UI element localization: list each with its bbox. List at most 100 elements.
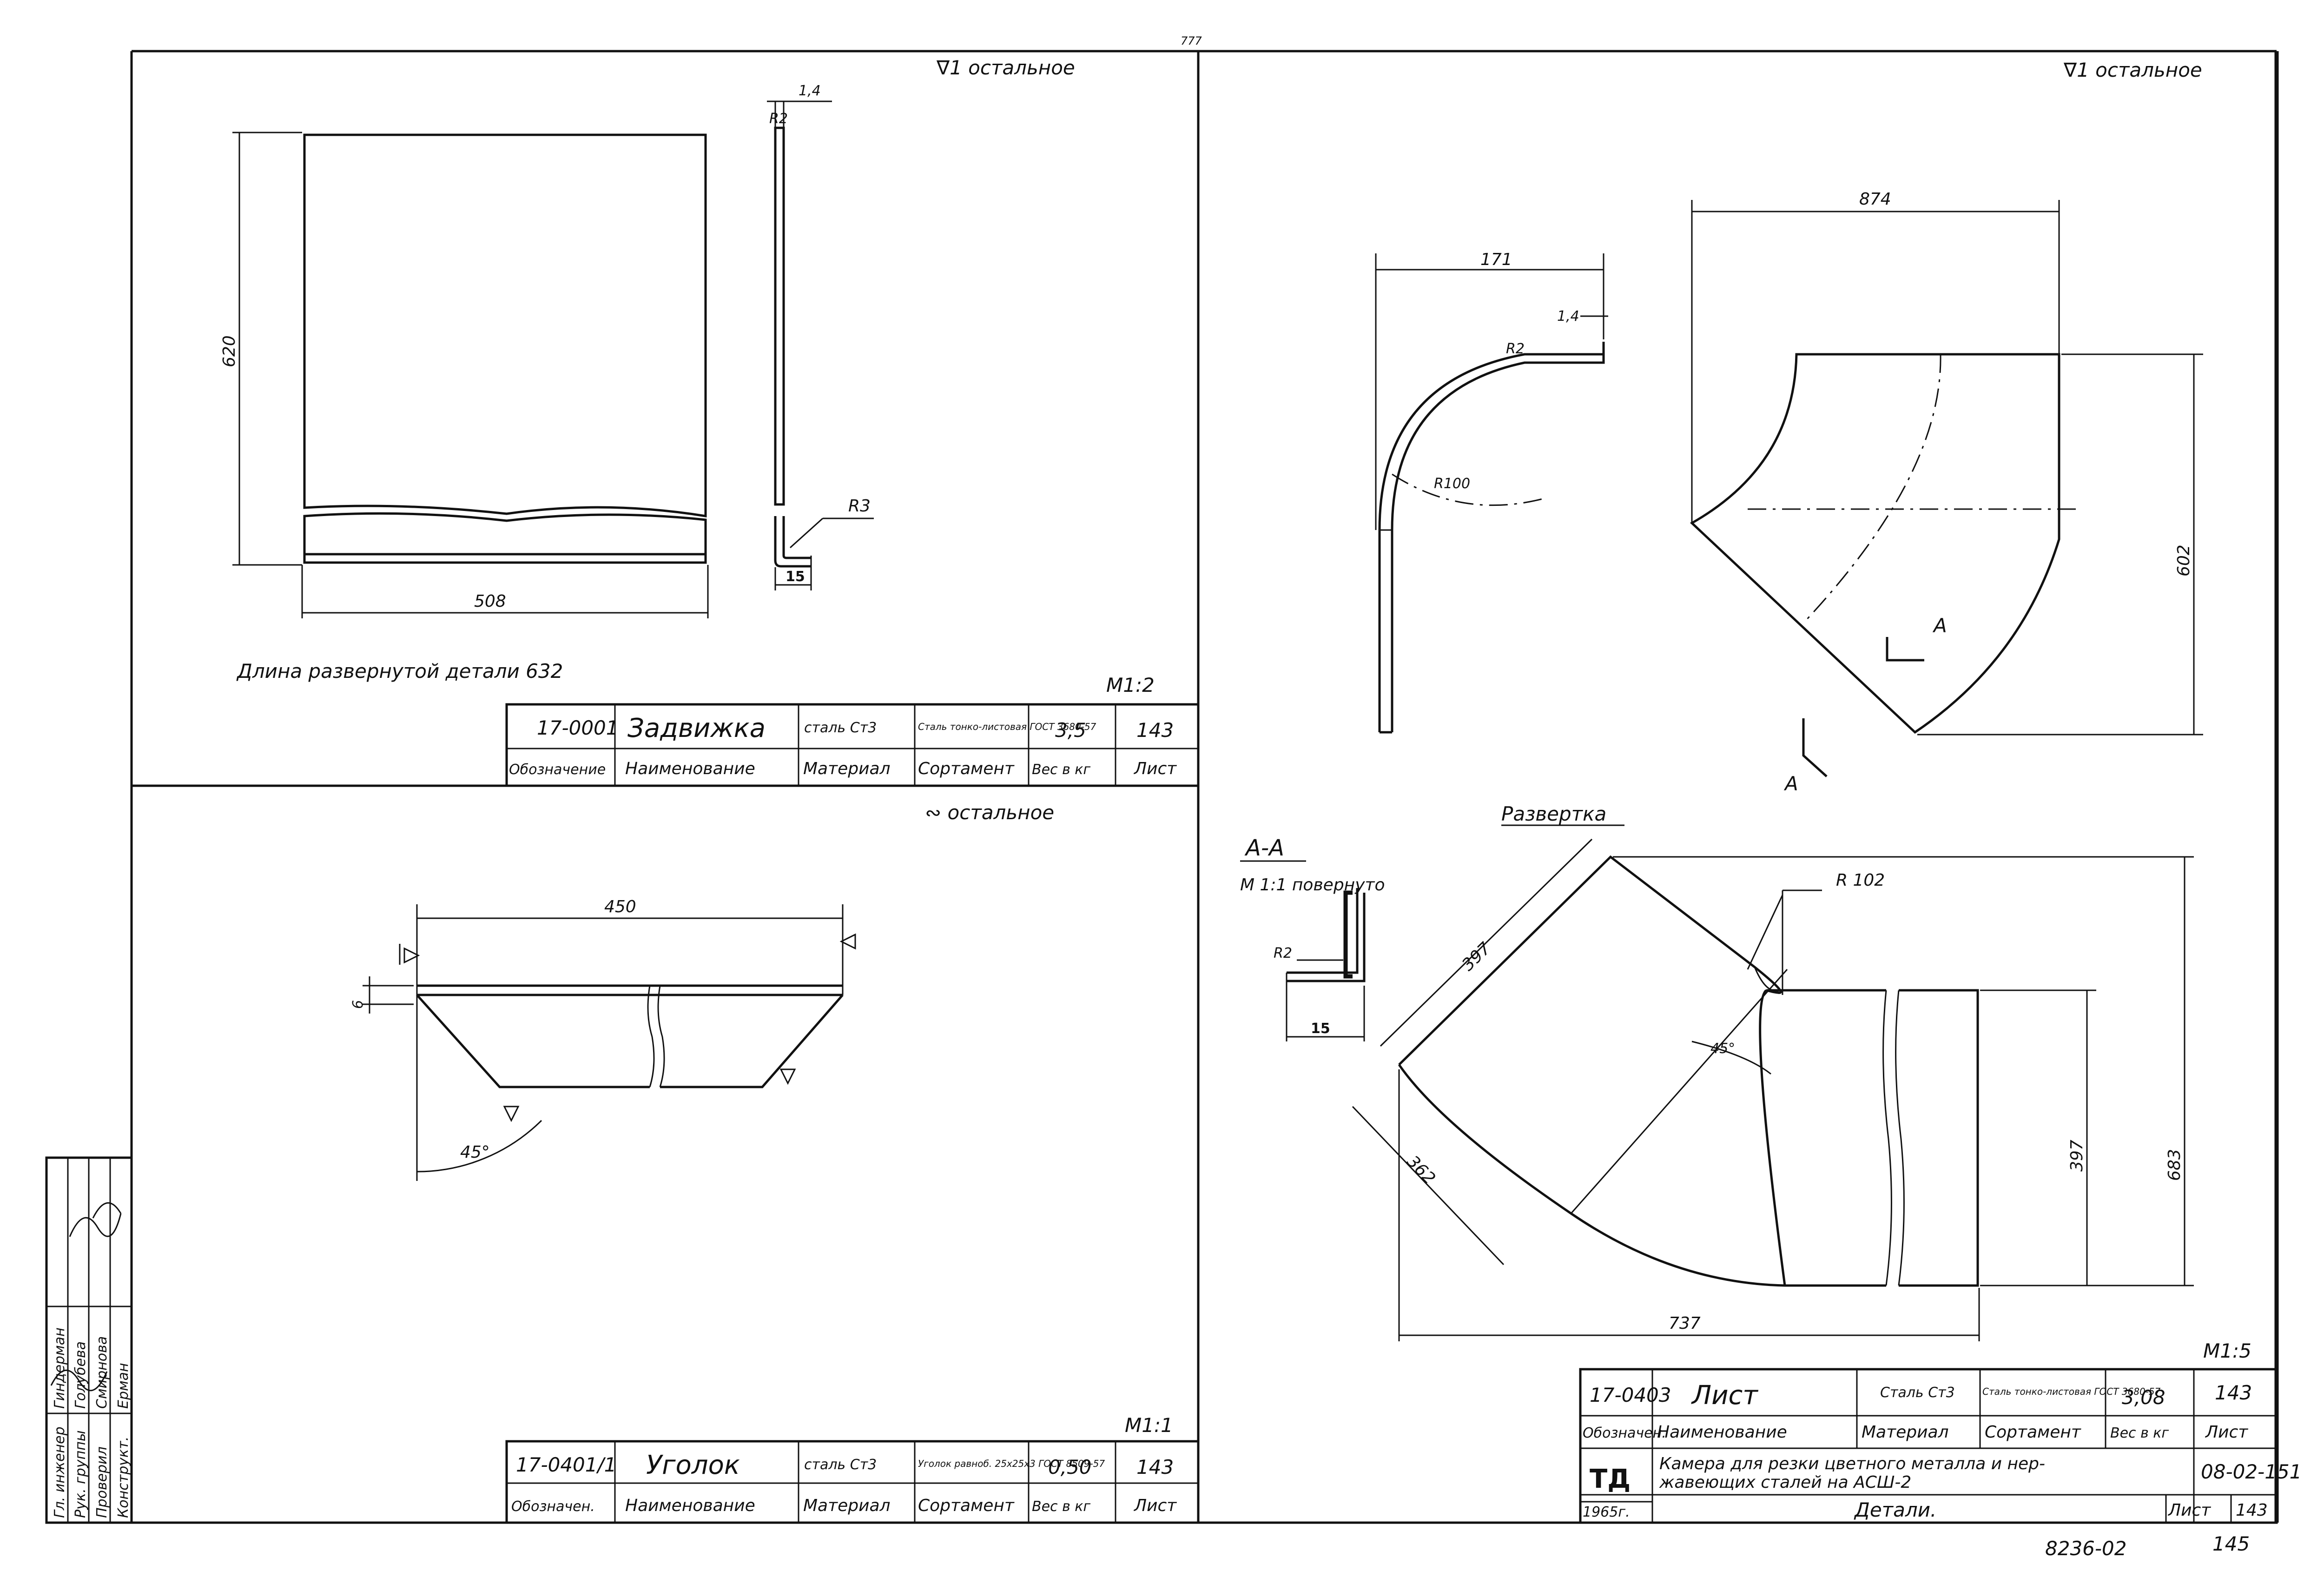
signature-role-4: Конструкт. [115, 1437, 132, 1518]
tb2-h-assortment: Сортамент [918, 1496, 1015, 1515]
plate-lower [303, 512, 707, 564]
dim-r2-side: R2 [769, 111, 788, 127]
tb2-h-sheet: Лист [1133, 1496, 1177, 1515]
dim-45-development: 45° [1710, 1041, 1735, 1057]
tb3-h-sheet2: Лист [2167, 1501, 2211, 1520]
signature-scribble-icon [50, 1369, 108, 1392]
signature-scribble-icon [92, 1202, 122, 1219]
section-dim-15: 15 [1311, 1021, 1330, 1037]
tb3-h-assortment: Сортамент [1985, 1423, 2081, 1442]
tb3-h-name: Наименование [1657, 1423, 1787, 1442]
tb1-weight: 3,5 [1055, 719, 1086, 742]
title-block-zadvizhka: 17-0001 Задвижка сталь Ст3 Сталь тонко-л… [505, 703, 1200, 787]
signature-role-3: Проверил [94, 1446, 110, 1518]
tb1-h-weight: Вес в кг [1032, 762, 1090, 778]
tb3-sheet: 143 [2215, 1381, 2252, 1404]
signature-scribble-icon [69, 1213, 122, 1237]
archive-number: 8236-02 [2045, 1537, 2127, 1560]
development-title: Развертка [1501, 802, 1606, 825]
dim-width-508: 508 [474, 592, 506, 611]
tb1-sheet: 143 [1136, 719, 1174, 742]
dim-14: 1,4 [1557, 308, 1579, 325]
dim-r2-list: R2 [1506, 341, 1525, 357]
signature-name-3: Смирнова [94, 1336, 110, 1409]
tb3-assortment: Сталь тонко-листовая ГОСТ 3680-57 [1982, 1386, 2161, 1397]
tb3-h-weight: Вес в кг [2110, 1425, 2169, 1441]
title-block-list: 17-0403 Лист Сталь Ст3 Сталь тонко-листо… [1579, 1368, 2302, 1524]
dim-397b: 397 [2067, 1140, 2086, 1172]
dim-angle-45: 45° [460, 1143, 490, 1162]
dim-r100: R100 [1434, 476, 1470, 492]
scale-m15: М1:5 [2203, 1339, 2251, 1362]
dim-602: 602 [2174, 544, 2193, 577]
dim-r3: R3 [848, 497, 871, 516]
tb1-h-assortment: Сортамент [918, 759, 1015, 778]
title-block-ugolok: 17-0401/1 Уголок сталь Ст3 Уголок равноб… [505, 1440, 1200, 1524]
tb3-material: Сталь Ст3 [1880, 1385, 1955, 1401]
tb3-project-title-2: жавеющих сталей на АСШ-2 [1659, 1473, 1911, 1492]
dim-683: 683 [2165, 1149, 2184, 1181]
tb1-h-material: Материал [803, 759, 891, 778]
tb3-year: 1965г. [1583, 1504, 1630, 1520]
developed-length-note: Длина развернутой детали 632 [236, 660, 563, 683]
dim-15-side: 15 [786, 569, 805, 585]
dim-171: 171 [1480, 250, 1512, 269]
signature-name-1: Гиндерман [52, 1327, 68, 1409]
section-marker-a-2: А [1783, 772, 1798, 795]
tb2-weight: 0,50 [1048, 1456, 1092, 1478]
dim-thickness: 1,4 [799, 83, 821, 99]
surface-mark-rest-2: ∇1 остальное [2063, 59, 2202, 81]
signatures-block: Гл. инженер Гиндерман Рук. группы Голубе… [45, 1156, 133, 1524]
surface-mark-rest-tilde: ∾ остальное [925, 801, 1054, 824]
tb1-h-sheet: Лист [1133, 759, 1177, 778]
signature-name-4: Ерман [115, 1363, 132, 1409]
signature-role-1: Гл. инженер [52, 1426, 68, 1518]
tb2-h-name: Наименование [625, 1496, 755, 1515]
tb3-h-designation: Обозначен. [1583, 1425, 1666, 1441]
sheet-frame [130, 50, 2279, 1524]
signature-role-2: Рук. группы [73, 1430, 89, 1518]
surface-mark-rest-1: ∇1 остальное [936, 56, 1075, 79]
scale-m12: М1:2 [1106, 674, 1155, 696]
tb3-sheet2: 143 [2236, 1501, 2268, 1520]
section-marker-a-1: А [1932, 614, 1947, 637]
tb3-logo: ТД [1590, 1464, 1631, 1494]
tb2-designation: 17-0401/1 [516, 1453, 616, 1476]
tb3-doc-code: 08-02-151 [2201, 1460, 2302, 1483]
tb3-project-title-1: Камера для резки цветного металла и нер- [1659, 1454, 2045, 1473]
tb2-h-weight: Вес в кг [1032, 1498, 1090, 1515]
tb2-assortment: Уголок равноб. 25x25x3 ГОСТ 8509-57 [918, 1458, 1105, 1469]
section-title: А-А [1244, 835, 1284, 861]
tb3-name: Лист [1691, 1380, 1758, 1411]
tb2-h-designation: Обозначен. [511, 1498, 595, 1515]
tb1-h-name: Наименование [625, 759, 755, 778]
section-scale: М 1:1 повернуто [1240, 875, 1385, 895]
sheet-top-number: 777 [1181, 34, 1202, 47]
dim-874: 874 [1859, 190, 1891, 209]
plate-upper [303, 133, 707, 517]
tb2-material: сталь Ст3 [804, 1457, 877, 1473]
tb2-h-material: Материал [803, 1496, 891, 1515]
tb2-name: Уголок [646, 1450, 740, 1480]
tb1-name: Задвижка [627, 713, 766, 743]
dim-6: 6 [350, 1000, 366, 1009]
tb3-subject: Детали. [1854, 1498, 1936, 1521]
tb1-h-designation: Обозначение [509, 762, 606, 778]
tb1-material: сталь Ст3 [804, 720, 877, 736]
part-ugolok-drawing: ∾ остальное 450 6 45° М1:1 [350, 801, 1173, 1437]
scale-m11: М1:1 [1125, 1414, 1173, 1437]
dim-r102: R 102 [1836, 871, 1885, 890]
dim-397a: 397 [1459, 939, 1495, 974]
tb3-h-sheet: Лист [2205, 1423, 2248, 1442]
dim-height-620: 620 [220, 335, 239, 367]
tb1-designation: 17-0001 [537, 716, 619, 739]
tb3-designation: 17-0403 [1590, 1384, 1671, 1406]
tb2-sheet: 143 [1136, 1456, 1174, 1478]
dim-737: 737 [1669, 1314, 1701, 1333]
page-number: 145 [2212, 1532, 2250, 1555]
part-zadvizhka-drawing: ∇1 остальное 620 508 15 R3 1,4 R2 Дл [220, 56, 1155, 696]
tb1-assortment: Сталь тонко-листовая ГОСТ 3680-57 [918, 721, 1096, 732]
tb3-weight: 3,08 [2122, 1386, 2166, 1409]
part-list-drawing: ∇1 остальное 171 1,4 R2 R100 874 602 [1240, 59, 2251, 1362]
